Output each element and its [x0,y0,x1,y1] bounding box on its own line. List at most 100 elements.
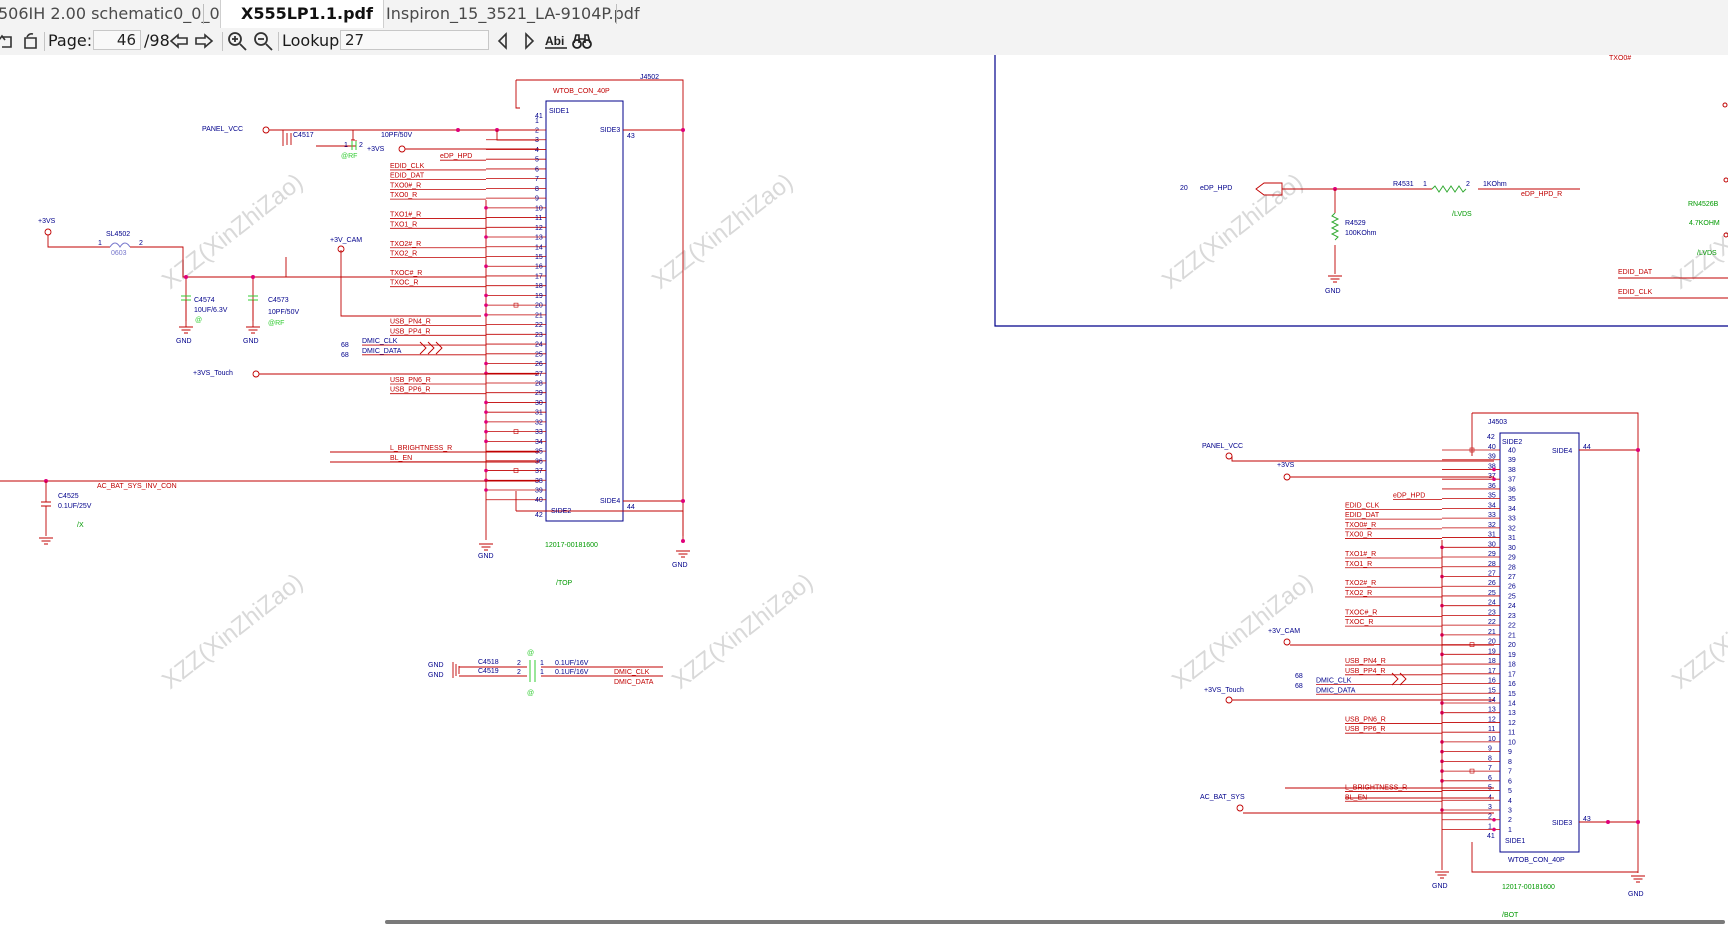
c4519-value: 0.1UF/16V [555,669,589,676]
gnd-label: GND [176,338,192,345]
pin-number: 20 [1508,642,1516,649]
pin-number: 30 [535,400,543,407]
net-label: TXO2_R [390,250,417,257]
pin-number: 39 [535,488,543,495]
next-page-icon[interactable] [193,30,215,52]
gnd-label: GND [478,553,494,560]
edp-hpd-block: TXO0# 20 eDP_HPD GND R4529 100KOhm R4531… [994,55,1728,327]
pin-number: 18 [535,283,543,290]
pin-number: 20 [535,303,543,310]
pin-number: 34 [1488,502,1496,509]
pin-number: 8 [535,186,539,193]
net-label: EDID_DAT [1345,512,1380,519]
document-canvas[interactable]: XZZ(XinZhiZao) XZZ(XinZhiZao) XZZ(XinZhi… [0,55,1728,925]
pin-number: 22 [535,322,543,329]
net-label: USB_PP6_R [1345,726,1385,733]
page-number-input[interactable] [93,30,141,50]
c4574-option: @ [195,317,202,324]
sl4502-size: 0603 [111,250,127,257]
tab-506ih[interactable]: 506IH 2.00 schematic0_0_0.pdf [0,4,251,23]
connector-ref: J4502 [640,74,659,81]
c4525-option: /X [77,522,84,529]
find-prev-icon[interactable] [492,30,514,52]
edid-clk-label: EDID_CLK [1618,289,1653,296]
net-label: DMIC_DATA [1316,687,1356,694]
dmic-page-ref: 68 [1295,673,1303,680]
tab-separator [616,4,617,24]
c4573-option: @RF [268,320,284,327]
pin-number: 41 [535,113,543,120]
pin-number: 43 [1583,816,1591,823]
side-label: SIDE1 [549,108,569,115]
svg-text:2: 2 [517,669,521,676]
pin-number: 31 [1488,532,1496,539]
net-label: TXO1_R [390,221,417,228]
net-label: TXO2#_R [390,241,421,248]
pin-number: 4 [535,147,539,154]
net-label: TXOC_R [390,280,418,287]
pin-number: 14 [535,244,543,251]
net-label: DMIC_DATA [362,348,402,355]
ac-bat-label: AC_BAT_SYS [1200,794,1245,801]
svg-text:1: 1 [1423,181,1427,188]
binoculars-icon[interactable] [571,30,593,52]
svg-text:1: 1 [540,660,544,667]
tab-x555lp[interactable]: X555LP1.1.pdf [220,0,384,28]
pin-number: 8 [1488,755,1492,762]
pin-number: 28 [1488,561,1496,568]
pin-number: 19 [535,293,543,300]
txo0-label: TXO0# [1609,55,1631,62]
connector-name: WTOB_CON_40P [553,88,610,95]
pin-number: 31 [1508,535,1516,542]
find-next-icon[interactable] [518,30,540,52]
plus3v-cam-label: +3V_CAM [1268,628,1300,635]
plus3v-cam-label: +3V_CAM [330,237,362,244]
abi-icon[interactable]: Abi [544,30,570,52]
watermark: XZZ(XinZhiZao) [157,168,308,294]
pin-number: 40 [1508,448,1516,455]
pin-number: 33 [1508,516,1516,523]
pin-number: 42 [1487,434,1495,441]
touch-label: +3VS_Touch [1204,687,1244,694]
pin-number: 34 [535,439,543,446]
part-number: 12017-00181600 [545,542,598,549]
pin-number: 12 [1488,716,1496,723]
tab-separator [203,4,204,24]
prev-page-icon[interactable] [168,30,190,52]
horizontal-scrollbar[interactable] [385,920,1725,924]
connector-name: WTOB_CON_40P [1508,857,1565,864]
dmic-page-ref: 68 [1295,683,1303,690]
pin-number: 23 [1488,609,1496,616]
pin-number: 10 [1488,736,1496,743]
pin-number: 38 [1488,463,1496,470]
plus3vs-label: +3VS [367,146,385,153]
zoom-out-icon[interactable] [252,30,274,52]
c4525-label: C4525 [58,493,79,500]
gnd-label: GND [243,338,259,345]
net-label: TXO1#_R [390,212,421,219]
ac-bat-label: AC_BAT_SYS_INV_CON [97,483,177,490]
pin-number: 15 [535,254,543,261]
pin-number: 3 [1488,804,1492,811]
pin-number: 11 [1508,730,1515,737]
net-label: USB_PN4_R [390,319,431,326]
pin-number: 10 [535,205,543,212]
net-label: EDID_DAT [390,173,425,180]
plus3vs-label: +3VS [38,218,56,225]
rotate-left-icon[interactable] [0,30,18,52]
pin-number: 18 [1508,662,1516,669]
zoom-in-icon[interactable] [226,30,248,52]
cap-option: @ [527,650,534,657]
gnd-label: GND [428,672,444,679]
sheet-label: /TOP [556,580,573,587]
pin-number: 21 [1508,632,1516,639]
dmic-data-label: DMIC_DATA [614,679,654,686]
c4517-label: C4517 [293,132,314,139]
side-label: SIDE1 [1505,838,1525,845]
tab-inspiron[interactable]: Inspiron_15_3521_LA-9104P.pdf [386,4,640,23]
rotate-right-icon[interactable] [20,30,42,52]
lookup-input[interactable] [340,30,489,50]
pin-number: 39 [1488,454,1496,461]
edp-hpd-label: eDP_HPD [1200,185,1232,192]
